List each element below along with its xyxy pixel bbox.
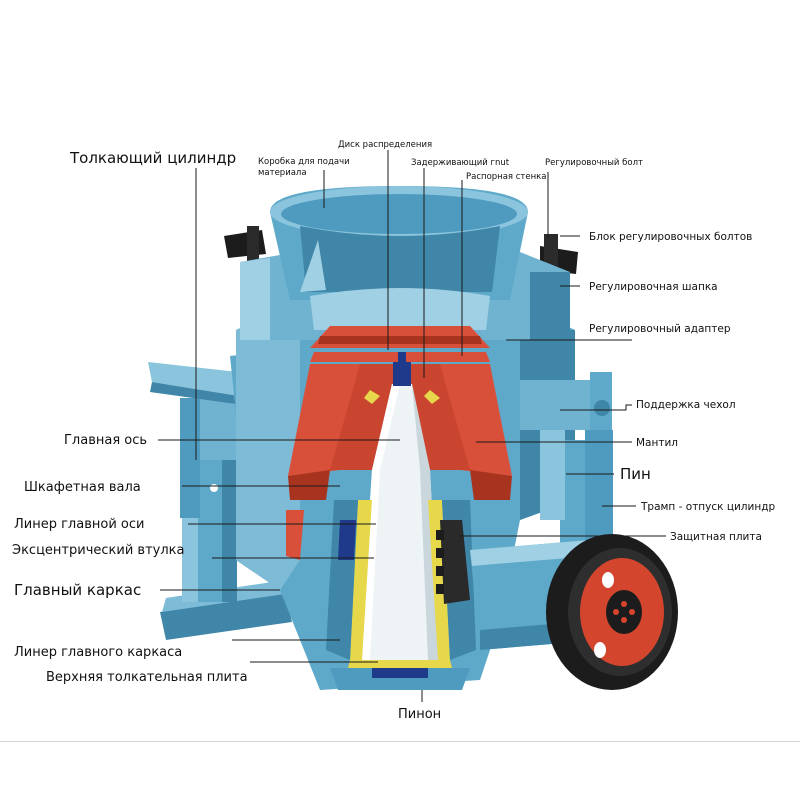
label-feed-box-line2: материала [258, 168, 307, 178]
leader-support-cover [560, 404, 632, 411]
label-adjusting-adapter: Регулировочный адаптер [589, 323, 731, 335]
drive-pulley [546, 534, 678, 690]
label-feed-box: Коробка для подачи материала [258, 157, 352, 178]
label-adjusting-bolt-block: Блок регулировочных болтов [589, 231, 752, 243]
label-main-shaft: Главная ось [64, 433, 147, 448]
label-pusher-cylinder: Толкающий цилиндр [69, 149, 236, 167]
mantle-assembly [286, 326, 512, 560]
label-countershaft: Шкафетная вала [24, 480, 141, 495]
label-distribution-disc: Диск распределения [338, 140, 432, 150]
label-protective-plate: Защитная плита [670, 531, 762, 543]
label-upper-thrust-plate: Верхняя толкательная плита [46, 670, 248, 685]
shaft-liners [348, 390, 452, 668]
labels: Толкающий цилиндр Коробка для подачи мат… [12, 140, 775, 722]
label-main-frame-liner: Линер главного каркаса [14, 645, 182, 660]
cone-crusher-illustration [148, 186, 678, 690]
label-mantle: Мантил [636, 437, 678, 449]
label-retaining-nut: Задерживающий гnut [411, 158, 510, 168]
bottom-divider [0, 741, 800, 742]
main-shaft [360, 352, 440, 660]
leader-lines [158, 150, 666, 702]
label-spacer-wall: Распорная стенка [466, 172, 547, 182]
feed-hopper [270, 186, 528, 300]
label-support-cover: Поддержка чехол [636, 399, 736, 411]
pinion-gear [436, 520, 470, 604]
label-adjusting-bolt: Регулировочный болт [545, 158, 643, 168]
bottom-thrust [330, 668, 470, 690]
bowl-liner [310, 288, 490, 330]
label-main-shaft-liner: Линер главной оси [14, 517, 144, 532]
label-feed-box-line1: Коробка для подачи [258, 157, 350, 167]
left-support-column [180, 390, 237, 602]
label-eccentric-bushing: Эксцентрический втулка [12, 543, 184, 558]
label-pin: Пин [620, 465, 651, 483]
label-adjusting-cap: Регулировочная шапка [589, 281, 718, 293]
label-main-frame: Главный каркас [14, 581, 141, 599]
label-tramp-release: Трамп - отпуск цилиндр [640, 501, 775, 513]
bolt-dot [210, 484, 218, 492]
label-pinion: Пинон [398, 707, 441, 722]
